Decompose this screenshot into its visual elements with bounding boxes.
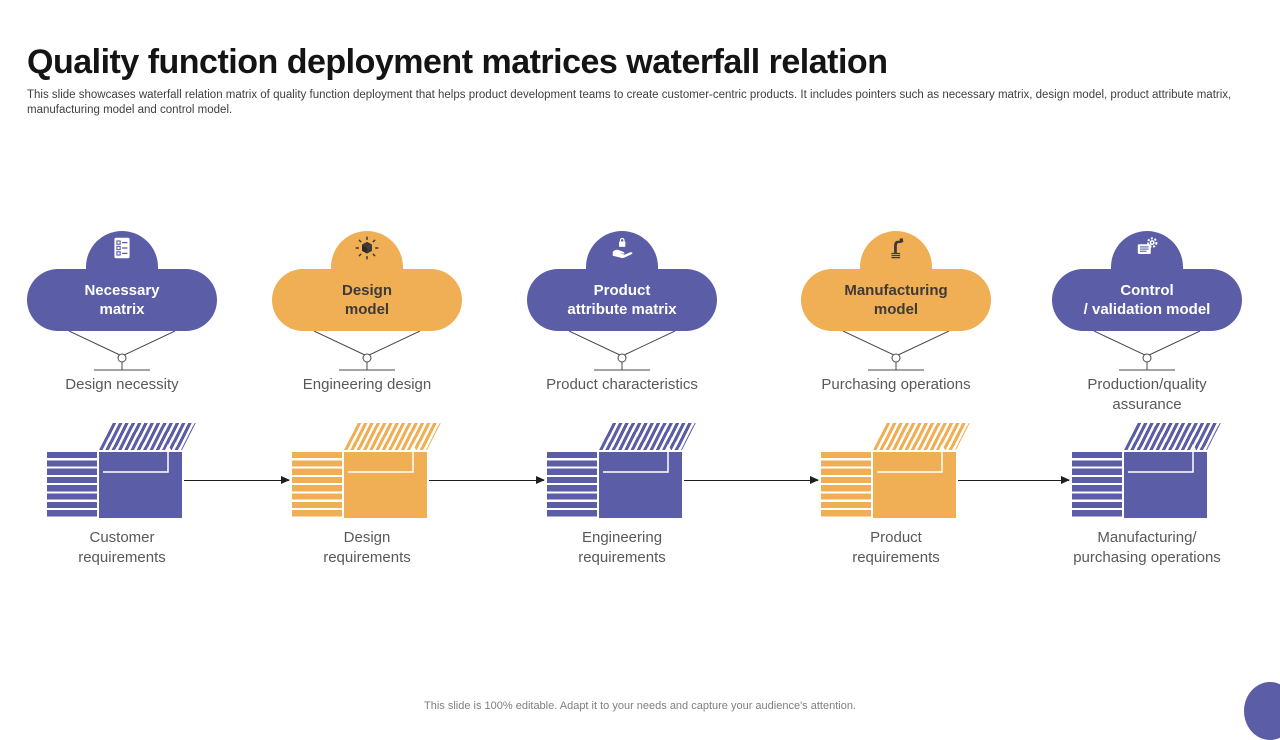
house-roof-hatch bbox=[599, 423, 696, 450]
page-title: Quality function deployment matrices wat… bbox=[27, 42, 888, 81]
matrix-label-line1: Manufacturing/ bbox=[1097, 529, 1197, 546]
qfd-house-engineering-requirements bbox=[547, 423, 712, 518]
flow-arrow-1 bbox=[184, 476, 290, 484]
checklist-icon bbox=[109, 235, 135, 266]
function-label: Design necessity bbox=[65, 376, 179, 393]
house-body bbox=[599, 452, 682, 518]
function-label: Production/quality assurance bbox=[1087, 376, 1207, 413]
matrix-label-line2: requirements bbox=[323, 549, 411, 567]
stage-pill-label-line2: attribute matrix bbox=[567, 301, 677, 318]
connector-lines bbox=[1093, 331, 1201, 371]
house-roof-hatch bbox=[873, 423, 970, 450]
function-label: Engineering design bbox=[302, 376, 432, 393]
doc-gear-icon bbox=[1134, 235, 1160, 266]
house-rows bbox=[47, 452, 97, 518]
icon-dome bbox=[1111, 231, 1183, 269]
house-rows bbox=[547, 452, 597, 518]
stage-pill-label-line2: model bbox=[344, 301, 390, 318]
matrix-label-line2: requirements bbox=[852, 549, 940, 567]
stage-pill-label-line1: Control bbox=[1120, 281, 1174, 299]
stage-pill-label-line2: matrix bbox=[99, 301, 145, 318]
matrix-label-line2: purchasing operations bbox=[1073, 549, 1221, 567]
house-rows bbox=[1072, 452, 1122, 518]
matrix-label-line1: Product bbox=[870, 529, 922, 546]
slide-description: This slide showcases waterfall relation … bbox=[27, 88, 1232, 117]
matrix-label-line2: requirements bbox=[578, 549, 666, 567]
house-rows bbox=[821, 452, 871, 518]
house-body bbox=[873, 452, 956, 518]
matrix-label-line1: Design bbox=[343, 529, 391, 546]
qfd-house-design-requirements bbox=[292, 423, 457, 518]
connector-lines bbox=[842, 331, 950, 371]
matrix-label: Customer requirements bbox=[7, 528, 237, 569]
stage-pill: Manufacturing model bbox=[801, 269, 991, 331]
robot-arm-icon bbox=[883, 235, 909, 266]
stage-pill: Control / validation model bbox=[1052, 269, 1242, 331]
cube-idea-icon bbox=[354, 235, 380, 266]
stage-pill-label-line1: Manufacturing bbox=[844, 281, 948, 299]
qfd-house-product-requirements bbox=[821, 423, 986, 518]
qfd-house-customer-requirements bbox=[47, 423, 212, 518]
column-manufacturing-model: Manufacturing model Purchasing operation… bbox=[786, 231, 1006, 395]
house-roof-hatch bbox=[344, 423, 441, 450]
house-body bbox=[99, 452, 182, 518]
matrix-label: Design requirements bbox=[252, 528, 482, 569]
icon-dome bbox=[860, 231, 932, 269]
column-design-model: Design model Engineering design bbox=[257, 231, 477, 395]
icon-dome bbox=[586, 231, 658, 269]
function-label: Purchasing operations bbox=[821, 376, 971, 393]
matrix-label: Manufacturing/ purchasing operations bbox=[1032, 528, 1262, 569]
stage-pill: Product attribute matrix bbox=[527, 269, 717, 331]
function-label: Product characteristics bbox=[546, 376, 698, 393]
column-necessary-matrix: Necessary matrix Design necessity bbox=[12, 231, 232, 395]
matrix-label-line1: Engineering bbox=[581, 529, 663, 546]
stage-pill: Design model bbox=[272, 269, 462, 331]
flow-arrow-2 bbox=[429, 476, 545, 484]
stage-pill: Necessary matrix bbox=[27, 269, 217, 331]
house-roof-hatch bbox=[1124, 423, 1221, 450]
stage-pill-label-line1: Product bbox=[593, 281, 651, 299]
house-body bbox=[1124, 452, 1207, 518]
flow-arrow-3 bbox=[684, 476, 819, 484]
connector-lines bbox=[313, 331, 421, 371]
stage-pill-label-line2: model bbox=[873, 301, 919, 318]
stage-pill-label-line1: Necessary bbox=[84, 281, 160, 299]
column-control-validation-model: Control / validation model Production/qu… bbox=[1037, 231, 1257, 414]
icon-dome bbox=[331, 231, 403, 269]
matrix-label: Product requirements bbox=[781, 528, 1011, 569]
footer-note: This slide is 100% editable. Adapt it to… bbox=[424, 700, 856, 712]
stage-pill-label-line2: / validation model bbox=[1083, 301, 1211, 318]
hand-box-icon bbox=[609, 235, 635, 266]
flow-arrow-4 bbox=[958, 476, 1070, 484]
matrix-label-line2: requirements bbox=[78, 549, 166, 567]
matrix-label: Engineering requirements bbox=[507, 528, 737, 569]
corner-decoration bbox=[1244, 682, 1280, 740]
house-roof-hatch bbox=[99, 423, 196, 450]
column-product-attribute-matrix: Product attribute matrix Product charact… bbox=[512, 231, 732, 395]
connector-lines bbox=[568, 331, 676, 371]
house-body bbox=[344, 452, 427, 518]
house-rows bbox=[292, 452, 342, 518]
matrix-label-line1: Customer bbox=[89, 529, 155, 546]
connector-lines bbox=[68, 331, 176, 371]
icon-dome bbox=[86, 231, 158, 269]
stage-pill-label-line1: Design bbox=[341, 281, 392, 299]
qfd-house-manufacturing-operations bbox=[1072, 423, 1237, 518]
